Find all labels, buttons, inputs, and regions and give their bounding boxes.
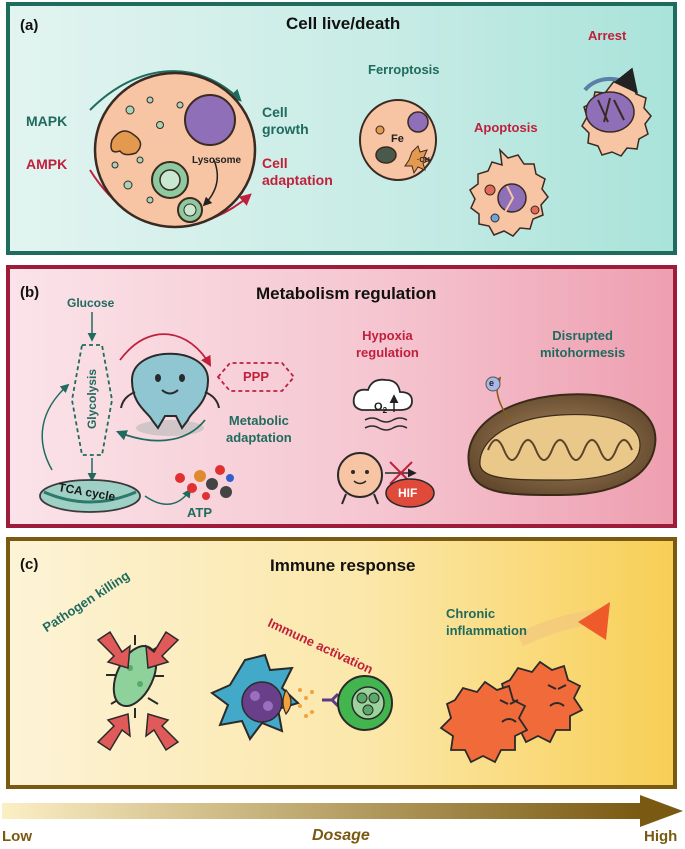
dosage-axis-label: Dosage xyxy=(312,827,370,844)
apoptosis-cell xyxy=(469,147,549,237)
glucose-label: Glucose xyxy=(67,296,115,310)
o2-label: O2 xyxy=(374,401,388,416)
fe-label: Fe xyxy=(391,133,404,145)
dosage-high-label: High xyxy=(644,828,678,845)
molecule-atp xyxy=(175,465,234,500)
ppp-label: PPP xyxy=(243,369,270,384)
apoptosis-label: Apoptosis xyxy=(474,120,538,135)
dendritic-cell xyxy=(210,653,340,741)
ferroptosis-label: Ferroptosis xyxy=(368,62,440,77)
ampk-label: AMPK xyxy=(26,156,68,172)
electron-label: e xyxy=(489,378,495,388)
metabolic-mascot xyxy=(115,333,296,442)
panel-a-label: (a) xyxy=(20,17,39,34)
dosage-low-label: Low xyxy=(2,828,32,845)
glycolysis-label: Glycolysis xyxy=(85,368,99,430)
panel-c-title: Immune response xyxy=(270,556,416,575)
mitochondrion xyxy=(467,376,657,497)
dosage-arrow xyxy=(2,795,683,827)
main-cell xyxy=(89,70,257,229)
pathogen xyxy=(96,630,180,752)
panel-b-label: (b) xyxy=(20,284,40,301)
lysosome-label: Lysosome xyxy=(192,155,242,166)
ferroptosis-cell xyxy=(359,99,437,181)
glycolysis-pathway xyxy=(39,312,191,513)
angry-cells xyxy=(439,602,610,764)
arrest-cell xyxy=(581,67,652,157)
panel-b-title: Metabolism regulation xyxy=(256,284,437,303)
hypoxia-group xyxy=(337,378,435,508)
arrest-label: Arrest xyxy=(588,28,627,43)
hif-label: HIF xyxy=(398,486,418,500)
panel-a-title: Cell live/death xyxy=(286,14,401,33)
t-cell xyxy=(337,675,393,731)
atp-label: ATP xyxy=(187,505,213,520)
hydroxyl-label: ·OH xyxy=(417,157,430,164)
panel-c-label: (c) xyxy=(20,556,39,573)
mapk-label: MAPK xyxy=(26,113,68,129)
